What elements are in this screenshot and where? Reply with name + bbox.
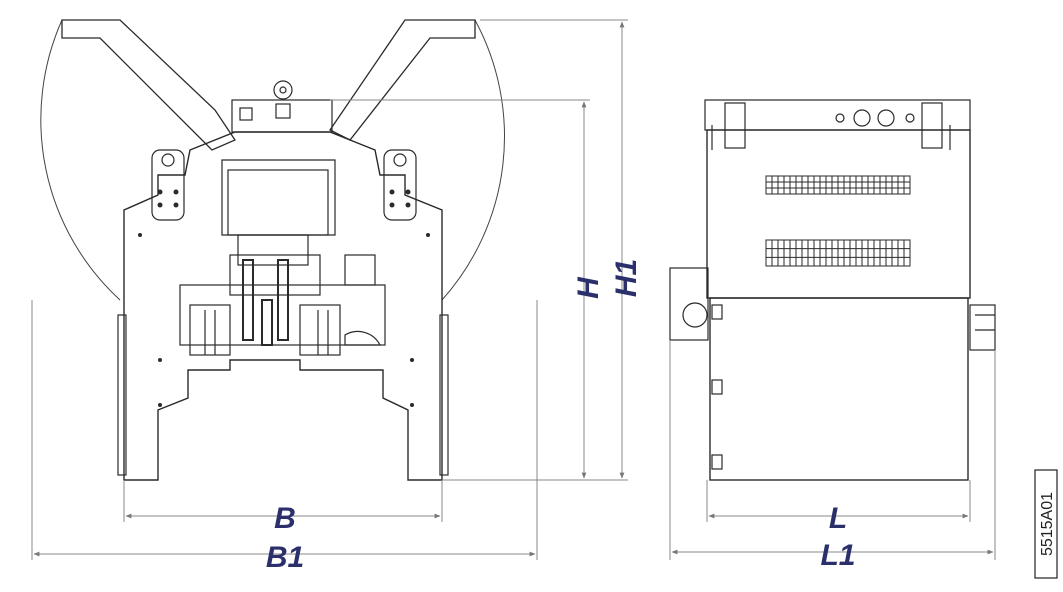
vent-grille-lower: [765, 239, 911, 267]
side-view: [669, 99, 996, 481]
drawing-code: 5515A01: [1039, 492, 1056, 556]
lifting-eye: [273, 80, 293, 100]
vent-grille-upper: [765, 175, 911, 195]
label-l1: L1: [820, 539, 855, 572]
right-fitting: [969, 304, 996, 351]
left-lug: [151, 149, 185, 221]
label-h: H: [572, 276, 605, 299]
connector-1: [853, 109, 871, 127]
dimension-lines: [31, 19, 996, 560]
front-view-holes: [138, 189, 430, 407]
label-b: B: [274, 502, 296, 535]
right-arm: [329, 19, 476, 141]
left-side-plate: [117, 314, 127, 476]
swing-radius-arc: [40, 19, 121, 301]
center-opening: [221, 159, 336, 236]
main-body: [123, 131, 443, 481]
label-h1: H1: [610, 259, 643, 297]
connector-3: [835, 113, 845, 123]
front-view: [40, 19, 505, 481]
left-arm: [61, 19, 236, 151]
connector-4: [905, 113, 915, 123]
label-l: L: [829, 502, 847, 535]
side-motor: [669, 267, 709, 341]
mechanism-block: [179, 284, 386, 346]
drawing-code-box: 5515A01: [1034, 469, 1058, 579]
side-lower-body: [709, 297, 969, 481]
label-b1: B1: [266, 541, 304, 574]
top-block: [231, 99, 333, 133]
right-lug: [383, 149, 417, 221]
connector-2: [877, 109, 895, 127]
swing-radius-arc-right: [441, 19, 505, 301]
side-upper-body: [706, 129, 971, 299]
right-side-plate: [439, 314, 449, 476]
